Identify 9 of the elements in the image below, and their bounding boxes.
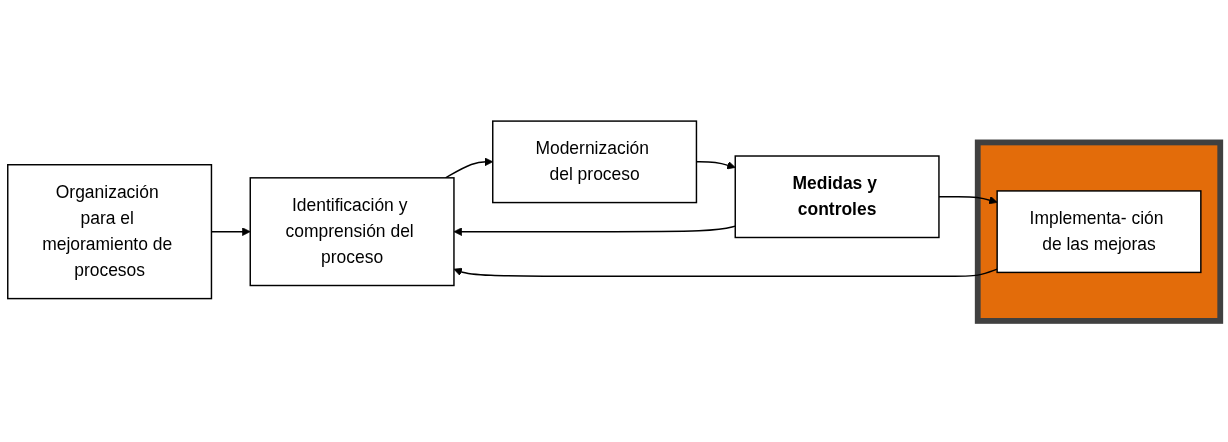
node-box: Identificación y comprensión del proceso — [249, 177, 455, 287]
node-box: Implementa- ción de las mejoras — [996, 190, 1202, 274]
node-box: Modernización del proceso — [492, 120, 698, 204]
arrow — [938, 196, 998, 205]
cluster — [974, 139, 1224, 324]
arrow — [453, 225, 736, 236]
arrow — [453, 267, 998, 277]
node-box: Organización para el mejoramiento de procesos — [7, 164, 213, 300]
node-box: Medidas y controles — [734, 155, 940, 239]
